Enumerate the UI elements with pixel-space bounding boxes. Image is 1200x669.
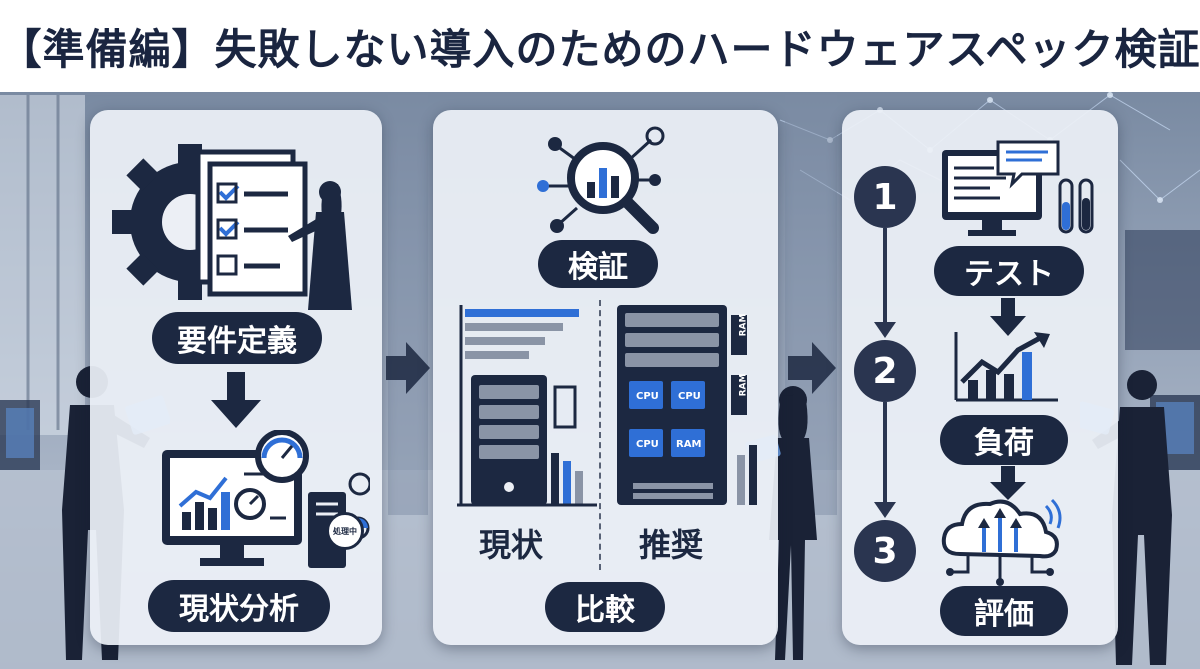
evaluation-label: 評価 [940, 586, 1068, 636]
ram-chip-label-3: RAM [676, 439, 702, 450]
cloud-evaluation-icon [941, 498, 1062, 586]
requirements-panel: 要件定義 処理中 現状分析 [90, 110, 382, 645]
current-analysis-label: 現状分析 [148, 580, 330, 632]
current-server-icon [457, 305, 597, 507]
comparison-label: 比較 [545, 582, 665, 632]
step-number-2: 2 [854, 340, 916, 402]
current-system-analysis-icon [162, 430, 370, 568]
testing-panel: 1 2 3 テスト [842, 110, 1118, 645]
page-title: 【準備編】失敗しない導入のためのハードウェアスペック検証 [0, 24, 1200, 74]
arrow-right-icon [386, 342, 430, 394]
current-label: 現状 [479, 526, 544, 564]
arrow-right-icon [788, 342, 836, 394]
verification-label: 検証 [538, 240, 658, 288]
requirements-checklist-icon [112, 144, 352, 310]
recommended-server-icon [617, 305, 757, 505]
processing-badge: 処理中 [326, 512, 364, 550]
load-chart-icon [954, 332, 1058, 402]
ram-chip-label-2: RAM [738, 373, 749, 397]
step-number-3: 3 [854, 520, 916, 582]
cpu-chip-label-3: CPU [636, 439, 659, 450]
cpu-chip-label-2: CPU [678, 391, 701, 402]
verification-panel: 検証 [433, 110, 778, 645]
cpu-chip-label-1: CPU [636, 391, 659, 402]
step-number-1: 1 [854, 166, 916, 228]
ram-chip-label-1: RAM [738, 313, 749, 337]
arrow-down-icon [211, 372, 261, 428]
step-connector-arrow-1 [874, 228, 896, 338]
recommended-label: 推奨 [639, 526, 704, 564]
requirements-label: 要件定義 [152, 312, 322, 364]
comparison-divider [599, 300, 601, 570]
load-label: 負荷 [940, 415, 1068, 465]
test-monitor-icon [942, 140, 1094, 236]
step-connector-arrow-2 [874, 402, 896, 518]
arrow-down-icon [990, 466, 1026, 500]
arrow-down-icon [990, 298, 1026, 336]
title-bar: 【準備編】失敗しない導入のためのハードウェアスペック検証 [0, 0, 1200, 92]
magnifier-analytics-icon [537, 126, 665, 234]
test-label: テスト [934, 246, 1084, 296]
